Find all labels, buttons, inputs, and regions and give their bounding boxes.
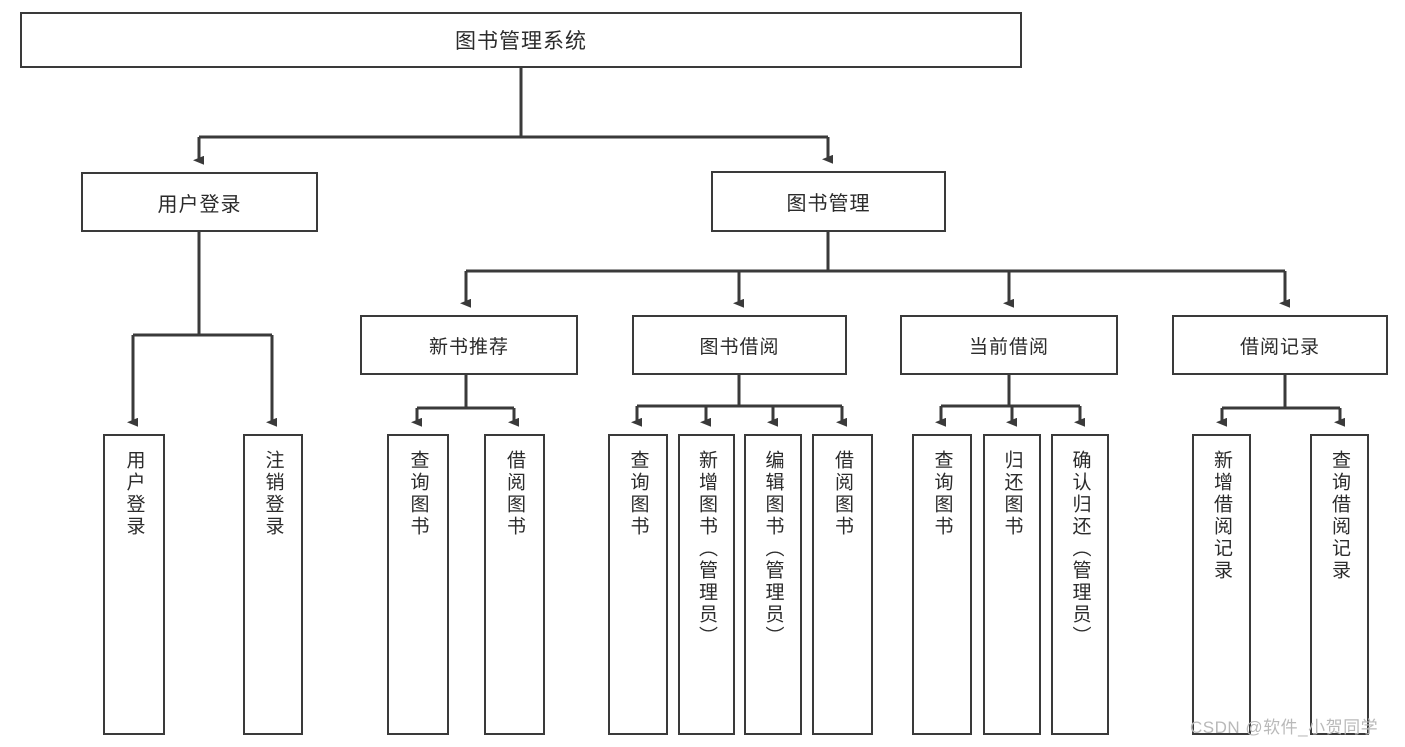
- leaf-confirm-return-label: 确认归还（管理员）: [1069, 450, 1091, 648]
- node-user-login[interactable]: 用户登录: [81, 172, 318, 232]
- leaf-add-book-label: 新增图书（管理员）: [696, 450, 717, 648]
- leaf-confirm-return[interactable]: 确认归还（管理员）: [1051, 434, 1109, 735]
- leaf-query-book-br-label: 查询图书: [627, 450, 649, 538]
- leaf-query-book-rec[interactable]: 查询图书: [387, 434, 449, 735]
- node-book-borrow-label: 图书借阅: [699, 336, 780, 358]
- node-root-label: 图书管理系统: [455, 30, 587, 53]
- leaf-add-record-label: 新增借阅记录: [1211, 450, 1232, 582]
- node-new-book-recommend[interactable]: 新书推荐: [360, 315, 578, 375]
- leaf-user-login-label: 用户登录: [123, 450, 145, 538]
- leaf-edit-book[interactable]: 编辑图书（管理员）: [744, 434, 802, 735]
- leaf-add-record[interactable]: 新增借阅记录: [1192, 434, 1251, 735]
- node-book-borrow[interactable]: 图书借阅: [632, 315, 847, 375]
- node-borrow-record-label: 借阅记录: [1239, 336, 1320, 358]
- node-root[interactable]: 图书管理系统: [20, 12, 1022, 68]
- node-current-borrow[interactable]: 当前借阅: [900, 315, 1118, 375]
- leaf-borrow-book-br-label: 借阅图书: [832, 450, 853, 538]
- leaf-query-book-cb[interactable]: 查询图书: [912, 434, 972, 735]
- leaf-logout-label: 注销登录: [262, 450, 284, 538]
- csdn-watermark: CSDN @软件_小贺同学: [1190, 718, 1379, 737]
- leaf-logout[interactable]: 注销登录: [243, 434, 303, 735]
- leaf-user-login[interactable]: 用户登录: [103, 434, 165, 735]
- node-new-book-recommend-label: 新书推荐: [428, 336, 509, 358]
- leaf-borrow-book-rec-label: 借阅图书: [504, 450, 525, 538]
- node-current-borrow-label: 当前借阅: [968, 336, 1049, 358]
- leaf-borrow-book-rec[interactable]: 借阅图书: [484, 434, 545, 735]
- leaf-query-book-rec-label: 查询图书: [407, 450, 429, 538]
- leaf-borrow-book-br[interactable]: 借阅图书: [812, 434, 873, 735]
- leaf-query-record-label: 查询借阅记录: [1329, 450, 1350, 582]
- leaf-return-book-label: 归还图书: [1001, 450, 1023, 538]
- leaf-edit-book-label: 编辑图书（管理员）: [762, 450, 784, 648]
- leaf-return-book[interactable]: 归还图书: [983, 434, 1041, 735]
- node-book-manage-label: 图书管理: [786, 193, 871, 215]
- node-borrow-record[interactable]: 借阅记录: [1172, 315, 1388, 375]
- node-user-login-label: 用户登录: [157, 193, 242, 216]
- leaf-add-book[interactable]: 新增图书（管理员）: [678, 434, 735, 735]
- leaf-query-book-cb-label: 查询图书: [931, 450, 953, 538]
- leaf-query-book-br[interactable]: 查询图书: [608, 434, 668, 735]
- node-book-manage[interactable]: 图书管理: [711, 171, 946, 232]
- leaf-query-record[interactable]: 查询借阅记录: [1310, 434, 1369, 735]
